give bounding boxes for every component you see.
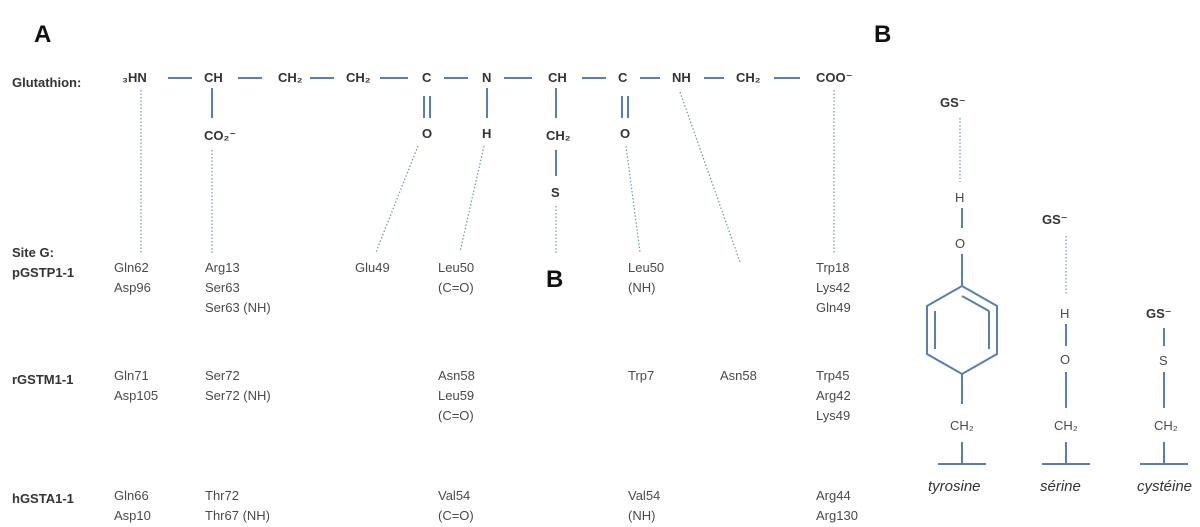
tyrosine-label: tyrosine (928, 478, 981, 495)
tyrosine-structure: GS⁻ H O CH₂ tyrosine (926, 95, 998, 495)
residue-cell: Val54 (438, 488, 470, 503)
row-label-hgsta1: hGSTA1-1 (12, 491, 74, 506)
residue-cell: Gln71 (114, 368, 149, 383)
residue-cell: Leu59 (438, 388, 474, 403)
residue-cell: Trp7 (628, 368, 654, 383)
atom-s: S (551, 185, 560, 200)
panel-a-label: A (34, 21, 51, 48)
atom-c-2: C (618, 70, 628, 85)
interaction-lines (140, 90, 835, 263)
residue-cell: Asp96 (114, 280, 151, 295)
residue-cell: Val54 (628, 488, 660, 503)
tyrosine-o: O (955, 236, 965, 251)
atom-nh: NH (672, 70, 691, 85)
atom-o-1: O (422, 126, 432, 141)
glutathione-label: Glutathion: (12, 75, 81, 90)
residue-cell: Arg42 (816, 388, 851, 403)
residue-cell: Asn58 (720, 368, 757, 383)
residue-cell: (NH) (628, 508, 655, 523)
residue-cell: Gln49 (816, 300, 851, 315)
atom-ch-1: CH (204, 70, 223, 85)
site-g-label: Site G: (12, 245, 54, 260)
cysteine-label: cystéine (1137, 478, 1192, 495)
residue-cell: Arg44 (816, 488, 851, 503)
atom-ch2-1: CH₂ (278, 70, 303, 85)
serine-h: H (1060, 306, 1069, 321)
row-label-pgstp1: pGSTP1-1 (12, 265, 74, 280)
atom-ch2-3: CH₂ (736, 70, 761, 85)
residue-cell: Glu49 (355, 260, 390, 275)
residue-cell: Lys42 (816, 280, 850, 295)
residue-cell: Gln62 (114, 260, 149, 275)
cysteine-structure: GS⁻ S CH₂ cystéine (1137, 306, 1192, 495)
glutathione-backbone: ₃HN CH CH₂ CH₂ C N CH C NH CH₂ COO⁻ (122, 70, 852, 85)
atom-ch2-side: CH₂ (546, 128, 571, 143)
cysteine-ch2: CH₂ (1154, 418, 1178, 433)
residue-cell: (NH) (628, 280, 655, 295)
atom-ch2-2: CH₂ (346, 70, 371, 85)
gs-cysteine: GS⁻ (1146, 306, 1172, 321)
residue-cell: Arg13 (205, 260, 240, 275)
residue-cell: Trp18 (816, 260, 849, 275)
residue-cell: Thr72 (205, 488, 239, 503)
atom-ch-2: CH (548, 70, 567, 85)
substituents: CO₂⁻ O H CH₂ S O (204, 88, 630, 200)
atom-o-2: O (620, 126, 630, 141)
tyrosine-ch2: CH₂ (950, 418, 974, 433)
atom-n: N (482, 70, 491, 85)
residue-cell: Ser63 (205, 280, 240, 295)
panel-b-mid-label: B (546, 266, 563, 293)
residue-cell: Arg130 (816, 508, 858, 523)
serine-structure: GS⁻ H O CH₂ sérine (1040, 212, 1090, 495)
residue-cell: Ser72 (205, 368, 240, 383)
gs-tyrosine: GS⁻ (940, 95, 966, 110)
residue-cell: Ser63 (NH) (205, 300, 271, 315)
serine-label: sérine (1040, 478, 1081, 495)
residue-cell: (C=O) (438, 280, 474, 295)
residue-cell: Asp105 (114, 388, 158, 403)
residue-cell: Leu50 (438, 260, 474, 275)
serine-ch2: CH₂ (1054, 418, 1078, 433)
residue-cell: Asp10 (114, 508, 151, 523)
serine-o: O (1060, 352, 1070, 367)
cysteine-s: S (1159, 353, 1168, 368)
residue-cell: (C=O) (438, 508, 474, 523)
benzene-ring (926, 284, 998, 376)
residue-cell: (C=O) (438, 408, 474, 423)
residue-cell: Ser72 (NH) (205, 388, 271, 403)
atom-nh3: ₃HN (122, 70, 147, 85)
atom-co2: CO₂⁻ (204, 128, 236, 143)
residue-cell: Leu50 (628, 260, 664, 275)
atom-h: H (482, 126, 491, 141)
residue-cell: Asn58 (438, 368, 475, 383)
gs-serine: GS⁻ (1042, 212, 1068, 227)
row-label-rgstm1: rGSTM1-1 (12, 372, 73, 387)
residue-cell: Lys49 (816, 408, 850, 423)
residue-cell: Thr67 (NH) (205, 508, 270, 523)
atom-c-1: C (422, 70, 432, 85)
panel-b-right-label: B (874, 21, 891, 48)
tyrosine-h: H (955, 190, 964, 205)
residue-cell: Trp45 (816, 368, 849, 383)
residue-cell: Gln66 (114, 488, 149, 503)
atom-coo: COO⁻ (816, 70, 852, 85)
